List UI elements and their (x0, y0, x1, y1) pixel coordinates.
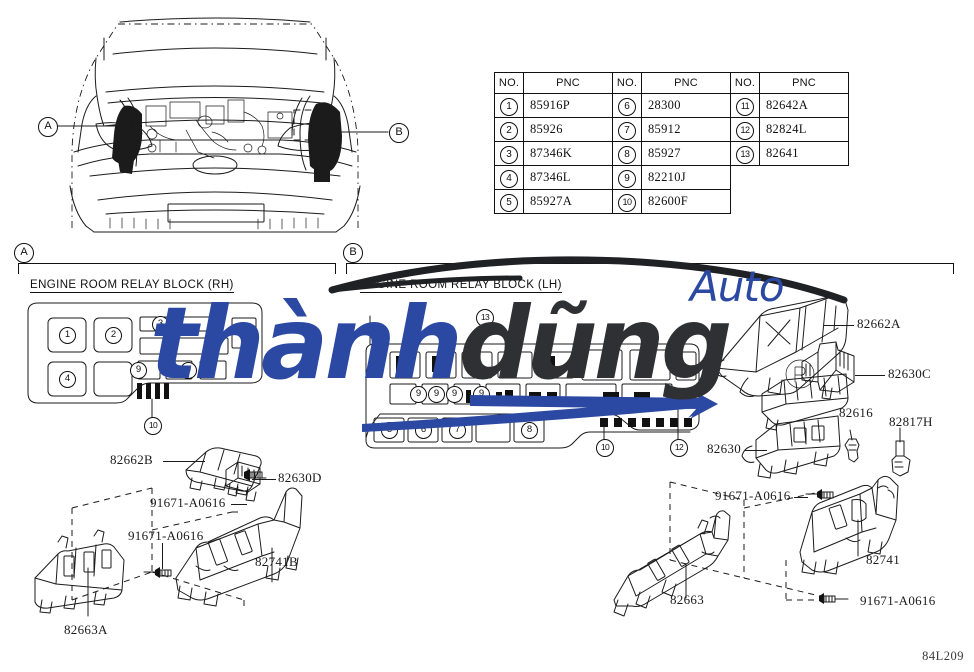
row3-col3-no: 13 (730, 141, 760, 166)
part-label-82741B: 82741B (255, 554, 298, 569)
lh-fuse-callout-12: 12 (670, 439, 688, 457)
rh-fuse-callout-2: 2 (105, 327, 122, 344)
leader-82662A (824, 325, 854, 326)
lh-fuse-callout-10: 10 (596, 439, 614, 457)
section-title-rh: ENGINE ROOM RELAY BLOCK (RH) (30, 279, 234, 293)
part-label-91671-A0616-r-lower: 91671-A0616 (860, 593, 936, 608)
lh-fuse-callout-8: 8 (521, 422, 538, 439)
leader-82630 (745, 450, 767, 451)
part-label-91671-A0616-upper: 91671-A0616 (150, 495, 226, 510)
part-label-82663: 82663 (670, 592, 704, 607)
leader-91671-upper (231, 504, 247, 505)
part-label-82630: 82630 (707, 441, 741, 456)
section-bracket-b (346, 263, 954, 274)
lh-fuse-callout-13: 13 (476, 309, 494, 327)
rh-fuse-callout-9b: 9 (180, 362, 197, 379)
rh-fuse-callout-1: 1 (59, 327, 76, 344)
lh-fuse-callout-9d: 9 (473, 386, 490, 403)
table-header-row: NO. PNC NO. PNC NO. PNC (494, 72, 849, 94)
callout-a-vehicle: A (38, 117, 58, 137)
row4-col2-pnc: 82210J (641, 165, 731, 190)
section-letter-b: B (343, 243, 363, 263)
part-label-82662B: 82662B (110, 452, 153, 467)
rh-fuse-callout-4: 4 (59, 371, 76, 388)
lh-fuse-callout-9a: 9 (410, 386, 427, 403)
row2-col2-pnc: 85912 (641, 117, 731, 142)
part-label-82630C: 82630C (888, 366, 931, 381)
leader-82630C (855, 375, 885, 376)
table-row: 1 85916P 6 28300 11 82642A (494, 93, 849, 118)
part-label-82663A: 82663A (64, 622, 108, 637)
rh-fuse-callout-10: 10 (144, 417, 162, 435)
lh-fuse-callout-9c: 9 (446, 386, 463, 403)
part-label-82817H: 82817H (889, 414, 933, 429)
callout-b-vehicle: B (389, 123, 409, 143)
rh-fuse-callout-9a: 9 (130, 362, 147, 379)
section-title-lh: ENGINE ROOM RELAY BLOCK (LH) (360, 279, 562, 293)
lh-fuse-callout-6: 6 (415, 422, 432, 439)
rh-fuse-callout-3: 3 (152, 316, 169, 333)
row5-col1-pnc: 85927A (523, 189, 613, 214)
lh-fuse-callout-7: 7 (449, 422, 466, 439)
leader-82630D (252, 479, 276, 480)
pnc-table: NO. PNC NO. PNC NO. PNC 1 85916P 6 28300… (494, 72, 849, 214)
lh-fuse-callout-9b: 9 (428, 386, 445, 403)
part-label-82662A: 82662A (857, 316, 901, 331)
row2-col1-no: 2 (494, 117, 524, 142)
lh-fuse-callout-5: 5 (381, 422, 398, 439)
row5-col1-no: 5 (494, 189, 524, 214)
part-label-82741: 82741 (866, 552, 900, 567)
table-row: 4 87346L 9 82210J (494, 165, 849, 190)
section-letter-a: A (14, 243, 34, 263)
part-label-91671-A0616-r-upper: 91671-A0616 (715, 488, 791, 503)
row1-col1-no: 1 (494, 93, 524, 118)
row1-col3-pnc: 82642A (759, 93, 849, 118)
leader-82662B (163, 461, 205, 462)
leader-91671-lower-v (162, 543, 163, 569)
part-label-91671-A0616-lower: 91671-A0616 (128, 528, 204, 543)
col3-pnc-header: PNC (759, 72, 849, 94)
leader-91671-r-upper (794, 497, 808, 498)
row3-col2-no: 8 (612, 141, 642, 166)
part-label-82630D: 82630D (278, 470, 322, 485)
row1-col2-pnc: 28300 (641, 93, 731, 118)
part-label-82616: 82616 (839, 405, 873, 420)
table-row: 3 87346K 8 85927 13 82641 (494, 141, 849, 166)
table-row: 2 85926 7 85912 12 82824L (494, 117, 849, 142)
row1-col2-no: 6 (612, 93, 642, 118)
row5-col2-pnc: 82600F (641, 189, 731, 214)
table-row: 5 85927A 10 82600F (494, 189, 849, 214)
diagram-code: 84L209 (922, 649, 964, 663)
section-bracket-a (18, 263, 336, 274)
row4-col2-no: 9 (612, 165, 642, 190)
row3-col3-pnc: 82641 (759, 141, 849, 166)
